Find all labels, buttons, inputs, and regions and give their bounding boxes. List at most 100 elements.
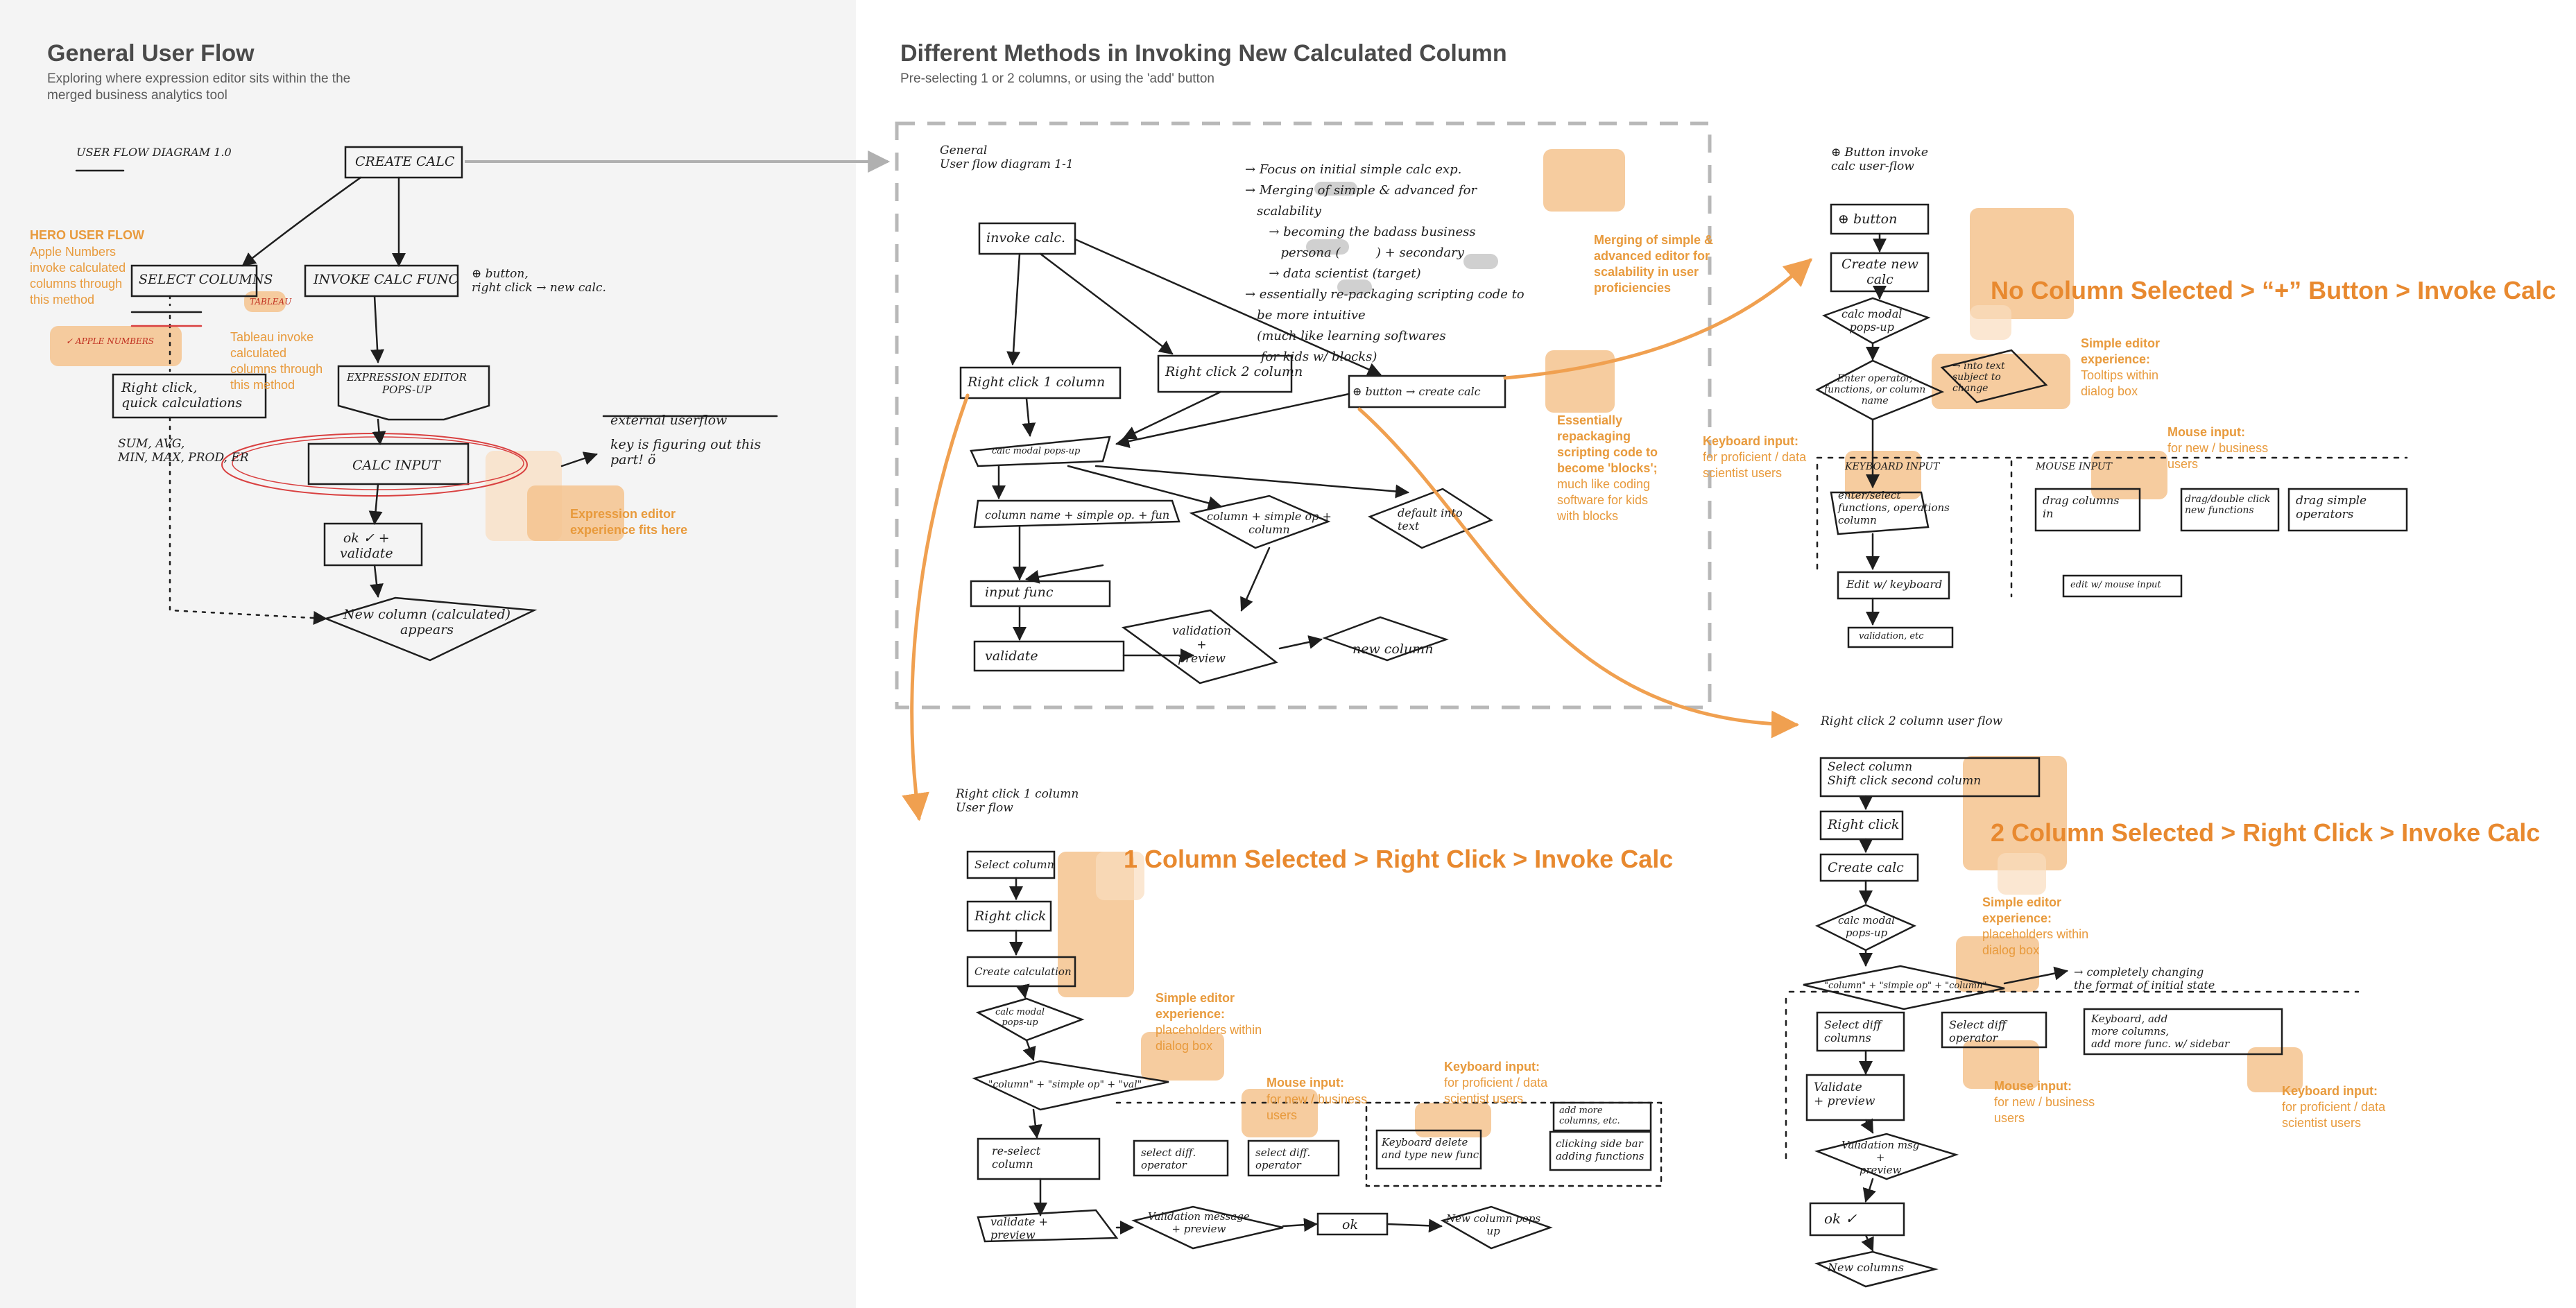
sticky-two-mouse bbox=[1963, 1040, 2039, 1089]
tf-mouse-title: Mouse input: bbox=[1994, 1079, 2072, 1093]
funcs-list: SUM, AVG, MIN, MAX, PROD, ER bbox=[118, 437, 249, 465]
tf-t3: Create calc bbox=[1828, 860, 1904, 875]
of-s5: "column" + "simple op" + "val" bbox=[988, 1079, 1142, 1090]
tableau-label: TABLEAU bbox=[250, 297, 292, 307]
tf-mouse-body: for new / business users bbox=[1994, 1095, 2095, 1125]
tf-keyboard-body: for proficient / data scientist users bbox=[2282, 1100, 2386, 1130]
sticky-repack bbox=[1545, 350, 1615, 413]
bf-mi: MOUSE INPUT bbox=[2036, 461, 2112, 472]
select-columns-box: SELECT COLUMNS bbox=[139, 272, 273, 287]
diagram-id: USER FLOW DIAGRAM 1.0 bbox=[76, 146, 232, 159]
button-flow-heading: ⊕ Button invoke calc user-flow bbox=[1831, 146, 1928, 173]
one-flow-label: 1 Column Selected > Right Click > Invoke… bbox=[1124, 845, 1674, 873]
sticky-one-flow-b bbox=[1096, 852, 1144, 900]
sticky-button-mouse bbox=[2091, 451, 2167, 499]
sticky-tableau bbox=[244, 291, 286, 312]
bf-editor-title: Simple editor experience: bbox=[2081, 336, 2161, 366]
invoke-calc-func-box: INVOKE CALC FUNC bbox=[314, 272, 459, 287]
tf-editor-body: placeholders within dialog box bbox=[1982, 927, 2089, 957]
of-mouse-body: for new / business users bbox=[1266, 1092, 1368, 1122]
plus-note: ⊕ button, right click → new calc. bbox=[472, 267, 606, 295]
external-userflow: external userflow bbox=[610, 413, 728, 428]
bf-mouse-body: for new / business users bbox=[2167, 441, 2269, 471]
left-title: General User Flow bbox=[47, 40, 255, 67]
tf-t5: "column" + "simple op" + "column" bbox=[1824, 981, 1987, 991]
bf-b5: → into text subject to change bbox=[1952, 361, 2005, 394]
of-keyboard-body: for proficient / data scientist users bbox=[1444, 1076, 1548, 1105]
bf-mouse-title: Mouse input: bbox=[2167, 425, 2245, 439]
general-colname: column name + simple op. + fun bbox=[985, 508, 1170, 522]
tf-keyboard-title: Keyboard input: bbox=[2282, 1084, 2378, 1098]
tf-t1: Select column Shift click second column bbox=[1828, 760, 1982, 788]
tf-t13: New columns bbox=[1828, 1261, 1904, 1274]
of-keyboard-title: Keyboard input: bbox=[1444, 1060, 1540, 1074]
one-flow-heading: Right click 1 column User flow bbox=[956, 787, 1079, 815]
of-mouse-title: Mouse input: bbox=[1266, 1076, 1344, 1090]
sticky-one-keyboard bbox=[1415, 1103, 1491, 1137]
calc-input-box: CALC INPUT bbox=[352, 458, 440, 473]
of-s2: Right click bbox=[974, 909, 1047, 924]
bf-keyboard-title: Keyboard input: bbox=[1703, 434, 1798, 448]
hero-note-body: Apple Numbers invoke calculated columns … bbox=[30, 245, 126, 307]
general-input-func: input func bbox=[985, 585, 1054, 600]
general-diagram-frame bbox=[895, 121, 1712, 709]
of-editor-title: Simple editor experience: bbox=[1156, 991, 1235, 1021]
sticky-button-flow bbox=[1970, 208, 2074, 319]
general-rc1: Right click 1 column bbox=[968, 375, 1106, 390]
apple-numbers-label: ✓ APPLE NUMBERS bbox=[66, 336, 154, 346]
of-s6: re-select column bbox=[992, 1144, 1041, 1171]
bf-m3: drag simple operators bbox=[2296, 494, 2367, 522]
sticky-button-keyboard bbox=[1845, 451, 1921, 499]
right-subtitle: Pre-selecting 1 or 2 columns, or using t… bbox=[900, 71, 1214, 86]
bf-keyboard-body: for proficient / data scientist users bbox=[1703, 450, 1807, 480]
sticky-merging bbox=[1543, 149, 1625, 212]
expression-editor-box: EXPRESSION EDITOR POPS-UP bbox=[347, 371, 467, 396]
tf-t12: ok ✓ bbox=[1824, 1210, 1857, 1227]
of-s8: select diff. operator bbox=[1255, 1146, 1311, 1171]
general-colsimple: column + simple op + column bbox=[1207, 510, 1332, 536]
of-s12: validate + preview bbox=[990, 1215, 1048, 1241]
tableau-note: Tableau invoke calculated columns throug… bbox=[230, 330, 323, 392]
general-btn: ⊕ button → create calc bbox=[1353, 385, 1481, 398]
general-validate: validate bbox=[985, 648, 1038, 664]
general-rc2: Right click 2 column bbox=[1165, 364, 1303, 379]
tf-t10: Validate + preview bbox=[1814, 1081, 1875, 1108]
right-click-quick-box: Right click, quick calculations bbox=[121, 380, 243, 411]
tf-t8: Select diff operator bbox=[1949, 1018, 2007, 1044]
of-s15: New column pops up bbox=[1446, 1212, 1541, 1237]
sticky-expression-b bbox=[527, 485, 624, 541]
right-title: Different Methods in Invoking New Calcul… bbox=[900, 40, 1507, 67]
of-s4: calc modal pops-up bbox=[995, 1007, 1045, 1028]
bf-b4: Enter operator, functions, or column nam… bbox=[1824, 373, 1926, 406]
bf-b3: calc modal pops-up bbox=[1841, 307, 1903, 334]
ok-validate-box: ok ✓ + validate bbox=[340, 531, 393, 561]
key-note: key is figuring out this part! ö bbox=[610, 437, 762, 467]
of-s1: Select column bbox=[974, 858, 1054, 871]
tf-t2: Right click bbox=[1828, 817, 1900, 832]
general-calc-modal: calc modal pops-up bbox=[992, 446, 1081, 456]
of-s10: Keyboard delete and type new func. bbox=[1382, 1136, 1482, 1161]
of-s7: select diff. operator bbox=[1141, 1146, 1196, 1171]
of-s11: clicking side bar adding functions bbox=[1556, 1137, 1645, 1162]
general-invoke: invoke calc. bbox=[986, 230, 1066, 246]
bf-k2: Edit w/ keyboard bbox=[1846, 578, 1943, 591]
tf-editor-title: Simple editor experience: bbox=[1982, 895, 2062, 925]
general-new-column: new column bbox=[1353, 642, 1434, 657]
bf-m2: drag/double click new functions bbox=[2185, 494, 2271, 516]
of-s3: Create calculation bbox=[974, 965, 1072, 978]
sticky-button-flow-b bbox=[1970, 305, 2011, 340]
bf-editor-body: Tooltips within dialog box bbox=[2081, 368, 2159, 398]
repack-note-title: Essentially repackaging scripting code t… bbox=[1557, 413, 1658, 475]
left-panel-background bbox=[0, 0, 856, 1308]
of-s13: Validation message + preview bbox=[1148, 1210, 1250, 1235]
sticky-two-editor bbox=[1956, 936, 2039, 992]
sticky-one-editor bbox=[1141, 1032, 1224, 1081]
repack-note-body: much like coding software for kids with … bbox=[1557, 477, 1651, 523]
tf-t11: Validation msg + preview bbox=[1841, 1139, 1920, 1176]
bf-k3: validation, etc bbox=[1859, 631, 1924, 642]
of-s9: add more columns, etc. bbox=[1559, 1105, 1620, 1126]
of-editor-body: placeholders within dialog box bbox=[1156, 1023, 1262, 1053]
sticky-two-flow bbox=[1963, 756, 2067, 870]
